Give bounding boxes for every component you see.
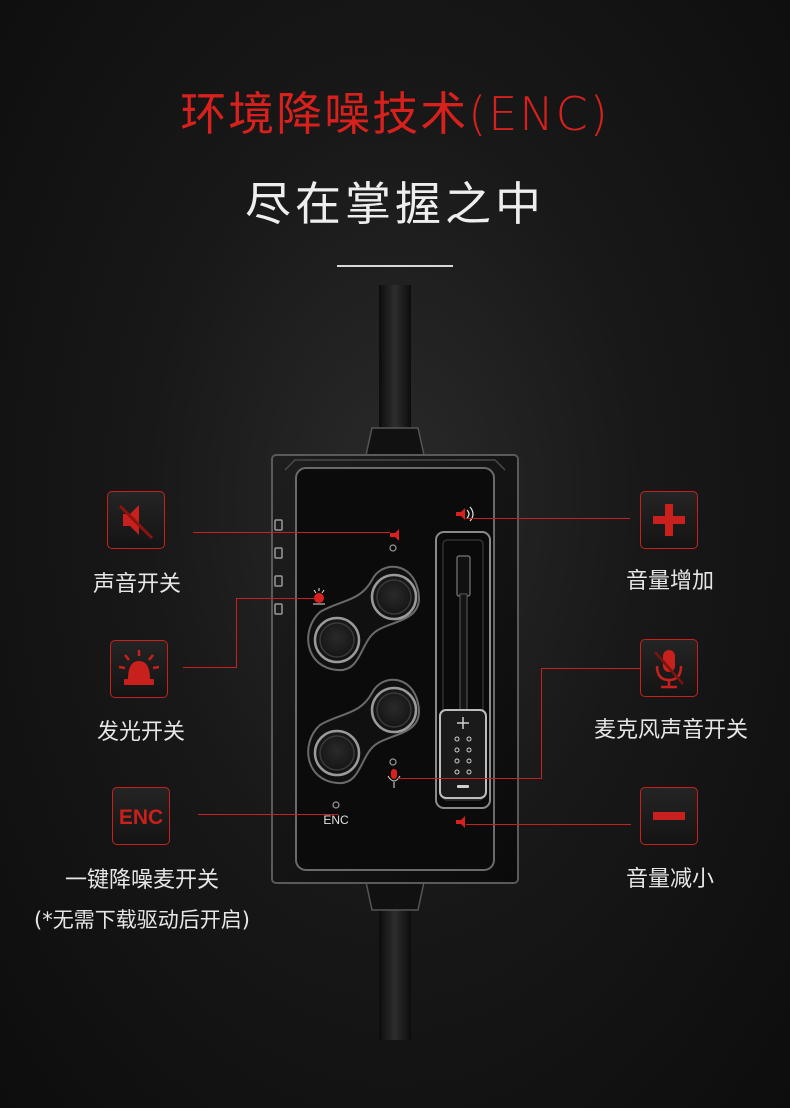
leader-light-h2 xyxy=(183,667,237,668)
mic-switch-icon-box xyxy=(640,639,698,697)
page-subtitle: 尽在掌握之中 xyxy=(245,177,545,231)
leader-vol-down xyxy=(466,824,631,825)
siren-light-icon xyxy=(118,650,160,685)
enc-switch-note: (*无需下载驱动后开启) xyxy=(34,908,250,932)
volume-up-label: 音量增加 xyxy=(625,569,715,594)
svg-text:ENC: ENC xyxy=(119,806,163,829)
enc-switch-icon-box: ENC xyxy=(112,787,170,845)
light-switch-icon-box xyxy=(110,640,168,698)
button-top-right xyxy=(370,573,418,621)
mic-mute-icon xyxy=(654,650,684,689)
button-top-left xyxy=(313,616,361,664)
side-indicators xyxy=(274,519,283,615)
minus-icon xyxy=(653,812,685,820)
bottom-strain-relief xyxy=(365,881,425,911)
leader-sound xyxy=(193,532,390,533)
leader-enc xyxy=(198,814,338,815)
device-speaker-marker xyxy=(390,529,399,541)
title-divider xyxy=(337,265,453,267)
speaker-mute-icon xyxy=(118,504,154,540)
leader-mic-h2 xyxy=(398,778,542,779)
mic-switch-label: 麦克风声音开关 xyxy=(593,718,749,743)
leader-mic-h1 xyxy=(542,668,640,669)
page-title: 环境降噪技术(ENC) xyxy=(180,87,610,141)
top-strain-relief xyxy=(365,427,425,456)
sound-switch-label: 声音开关 xyxy=(92,572,182,597)
bottom-cable xyxy=(379,905,411,1040)
volume-down-label: 音量减小 xyxy=(625,867,715,892)
light-switch-label: 发光开关 xyxy=(96,720,186,745)
enc-icon: ENC xyxy=(119,806,163,829)
sound-switch-icon-box xyxy=(107,491,165,549)
leader-light-h1 xyxy=(236,598,316,599)
button-bottom-left xyxy=(313,729,361,777)
leader-vol-up xyxy=(466,518,630,519)
device-light-marker xyxy=(314,593,324,603)
device-mic-marker xyxy=(391,769,397,779)
device-vol-down-marker xyxy=(456,816,465,828)
volume-down-icon-box xyxy=(640,787,698,845)
device-enc-marking: ENC xyxy=(323,813,349,827)
top-cable xyxy=(379,285,411,435)
volume-slider-thumb xyxy=(439,709,487,799)
volume-up-icon-box xyxy=(640,491,698,549)
enc-switch-label: 一键降噪麦开关 xyxy=(64,868,220,893)
device-vol-up-marker xyxy=(456,508,465,520)
leader-mic-v xyxy=(541,668,542,779)
button-bottom-right xyxy=(370,686,418,734)
leader-light-v xyxy=(236,598,237,667)
plus-icon xyxy=(653,504,685,536)
